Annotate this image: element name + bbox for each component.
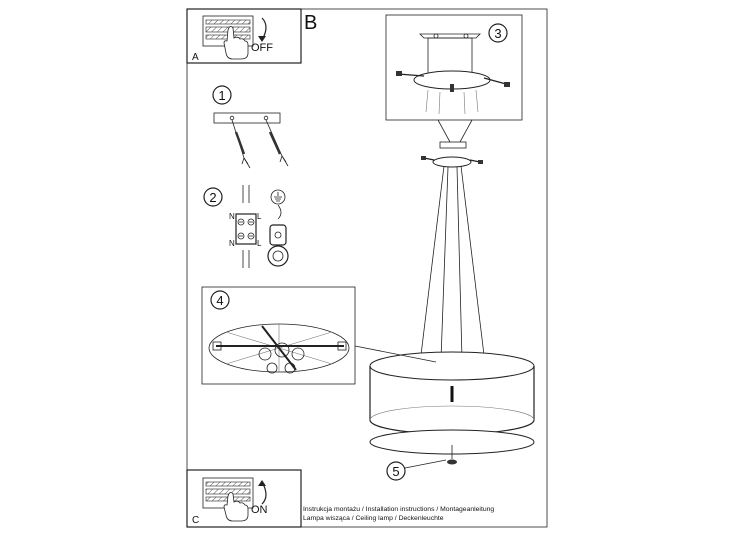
step-5-diffuser: 5 xyxy=(386,459,447,481)
wire-label-n-bottom: N xyxy=(229,239,235,248)
suspension-cable-4 xyxy=(460,165,485,356)
wire-label-l-bottom: L xyxy=(257,239,262,248)
lamp-shade xyxy=(369,351,535,435)
step-2-number: 2 xyxy=(209,190,216,205)
screw-right-icon xyxy=(483,77,510,87)
step-4-leader-line xyxy=(354,345,437,363)
cross-bracket xyxy=(212,325,347,371)
step-3-canopy-detail: 3 xyxy=(385,14,523,121)
panel-a-frame xyxy=(186,8,302,64)
diffuser-disc xyxy=(369,429,535,465)
wire-label-l-top: L xyxy=(257,212,262,221)
panel-a-switch-off: OFF A xyxy=(186,8,302,64)
ground-connector xyxy=(267,224,289,267)
panel-a-letter: A xyxy=(192,52,199,63)
step-4-badge xyxy=(210,290,230,310)
panel-c-switch-on: ON C xyxy=(186,469,302,528)
step-5-badge xyxy=(386,461,406,481)
panel-c-letter: C xyxy=(192,515,199,526)
step-5-number: 5 xyxy=(392,464,399,479)
step-3-number: 3 xyxy=(494,26,501,41)
step-1-badge xyxy=(212,85,232,105)
ceiling-plate xyxy=(213,112,281,124)
step-1-ceiling-plate: 1 xyxy=(212,85,289,169)
wire-label-n-top: N xyxy=(229,212,235,221)
bulb-sockets xyxy=(258,342,305,374)
step-3-badge xyxy=(488,23,508,43)
step-2-wiring: 2 N L N L xyxy=(203,185,289,268)
mounting-bracket xyxy=(419,33,481,77)
wire-right xyxy=(265,119,289,167)
step-4-shade-assembly: 4 xyxy=(201,286,437,385)
step-1-number: 1 xyxy=(218,88,225,103)
step-2-badge xyxy=(203,187,223,207)
ceiling-canopy xyxy=(421,141,483,168)
footer-caption-line-2: Lampa wisząca / Ceiling lamp / Deckenleu… xyxy=(303,515,444,522)
suspension-cable-3 xyxy=(456,166,463,360)
arrow-up-icon xyxy=(258,480,267,505)
screw-left-icon xyxy=(396,71,425,77)
ground-icon xyxy=(270,189,286,205)
panel-c-frame xyxy=(186,469,302,528)
ceiling-lamp-drawing xyxy=(369,119,535,465)
hand-icon xyxy=(223,492,249,522)
terminal-block xyxy=(235,213,257,245)
step-4-frame xyxy=(201,286,356,385)
hand-icon xyxy=(223,26,249,60)
footer-caption-line-1: Instrukcja montażu / Installation instru… xyxy=(303,506,495,513)
panel-b-letter: B xyxy=(304,12,317,34)
suspension-cable-1 xyxy=(420,165,445,356)
arrow-down-icon xyxy=(258,17,267,42)
on-label: ON xyxy=(251,504,268,516)
off-label: OFF xyxy=(251,42,273,54)
canopy-disc xyxy=(413,70,491,92)
page-frame xyxy=(186,8,548,528)
step-5-leader-line xyxy=(404,459,447,469)
step-4-number: 4 xyxy=(216,293,223,308)
step-3-frame xyxy=(385,14,523,121)
suspension-cable-2 xyxy=(440,166,449,360)
